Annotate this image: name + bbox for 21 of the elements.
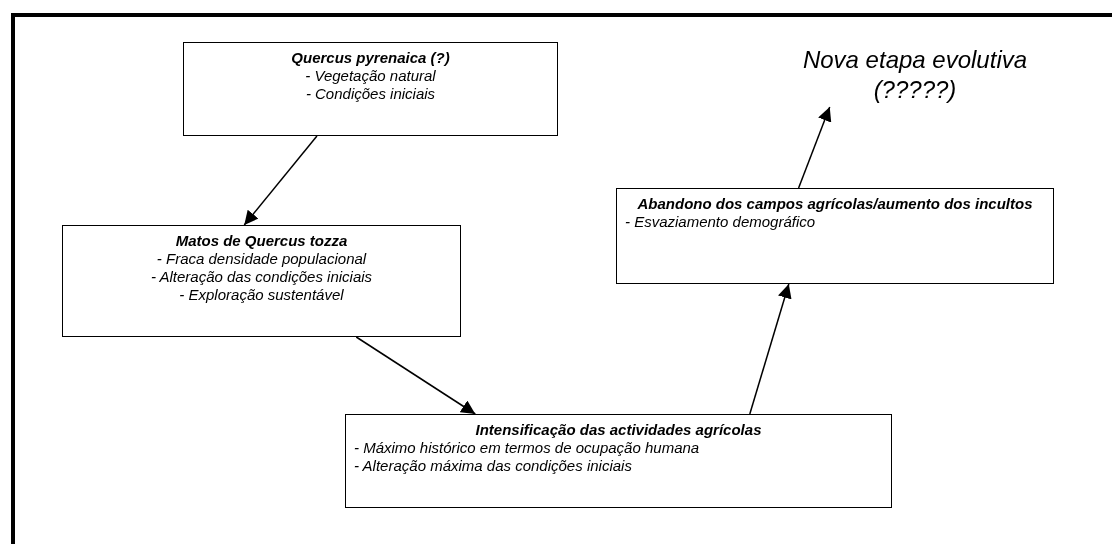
process-box: [345, 414, 892, 508]
box-bullet: - Alteração máxima das condições iniciais: [354, 457, 633, 475]
box-bullet: - Condições iniciais: [304, 85, 437, 103]
box-bullet: - Exploração sustentável: [178, 286, 345, 304]
box-bullet: - Esvaziamento demográfico: [625, 213, 817, 231]
box-heading: Matos de Quercus tozza: [174, 232, 349, 250]
box-bullet: - Fraca densidade populacional: [155, 250, 368, 268]
process-box: [62, 225, 461, 337]
box-bullet: - Máximo histórico em termos de ocupação humana: [354, 439, 701, 457]
arrow: [243, 135, 318, 226]
box-heading: Abandono dos campos agrícolas/aumento dos incultos: [636, 195, 1034, 213]
box-bullet: - Alteração das condições iniciais: [149, 268, 374, 286]
box-heading: Quercus pyrenaica (?): [290, 49, 451, 67]
process-box: [183, 42, 558, 136]
process-box: [616, 188, 1054, 284]
box-heading: Intensificação das actividades agrícolas: [474, 421, 763, 439]
box-bullet: - Vegetação natural: [304, 67, 437, 85]
arrow: [749, 283, 792, 415]
arrow: [355, 336, 476, 415]
arrow: [797, 106, 832, 189]
stage-label: Nova etapa evolutiva (?????): [801, 45, 1029, 105]
